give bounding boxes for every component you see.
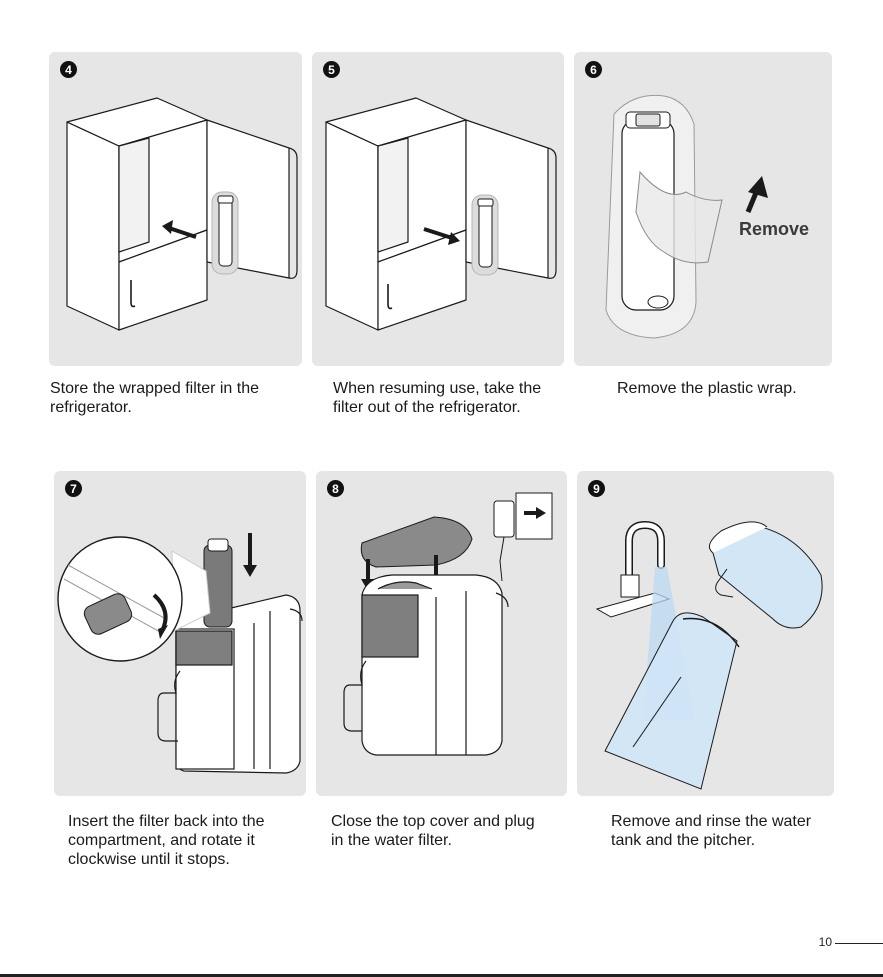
- step-7-caption: Insert the filter back into the compartm…: [68, 812, 306, 869]
- step-5-badge: 5: [323, 61, 340, 78]
- caption-line: tank and the pitcher.: [611, 832, 756, 849]
- step-7-badge: 7: [65, 480, 82, 497]
- plastic-wrap-illustration: [605, 94, 768, 339]
- rinse-tank-pitcher-illustration: [595, 520, 823, 790]
- caption-line: When resuming use, take the: [333, 380, 542, 397]
- step-6-badge: 6: [585, 61, 602, 78]
- caption-line: Remove and rinse the water: [611, 813, 812, 830]
- caption-line: filter out of the refrigerator.: [333, 399, 521, 416]
- caption-line: Remove the plastic wrap.: [617, 380, 797, 397]
- step-6-panel: 6 Remove: [574, 52, 832, 366]
- remove-label: Remove: [739, 219, 810, 239]
- step-4-caption: Store the wrapped filter in the refriger…: [50, 379, 302, 417]
- refrigerator-store-illustration: [66, 97, 298, 331]
- step-9-panel: 9: [577, 471, 834, 796]
- caption-line: compartment, and rotate it: [68, 832, 255, 849]
- insert-filter-illustration: [57, 533, 303, 774]
- step-4-panel: 4: [49, 52, 302, 366]
- refrigerator-take-out-illustration: [325, 97, 557, 331]
- caption-line: in the water filter.: [331, 832, 452, 849]
- page-number: 10: [818, 935, 832, 949]
- step-8-badge: 8: [327, 480, 344, 497]
- bottom-border: [0, 974, 883, 977]
- step-5-panel: 5: [312, 52, 564, 366]
- step-6-caption: Remove the plastic wrap.: [617, 379, 832, 398]
- caption-line: Store the wrapped filter in the: [50, 380, 260, 397]
- step-7-panel: 7: [54, 471, 306, 796]
- step-9-caption: Remove and rinse the water tank and the …: [611, 812, 834, 850]
- caption-line: refrigerator.: [50, 399, 132, 416]
- page-number-rule: [835, 943, 883, 944]
- caption-line: clockwise until it stops.: [68, 851, 230, 868]
- step-9-badge: 9: [588, 480, 605, 497]
- step-8-caption: Close the top cover and plug in the wate…: [331, 812, 567, 850]
- caption-line: Close the top cover and plug: [331, 813, 535, 830]
- caption-line: Insert the filter back into the: [68, 813, 265, 830]
- step-5-caption: When resuming use, take the filter out o…: [333, 379, 565, 417]
- close-cover-plug-illustration: [343, 492, 553, 756]
- step-8-panel: 8: [316, 471, 567, 796]
- step-4-badge: 4: [60, 61, 77, 78]
